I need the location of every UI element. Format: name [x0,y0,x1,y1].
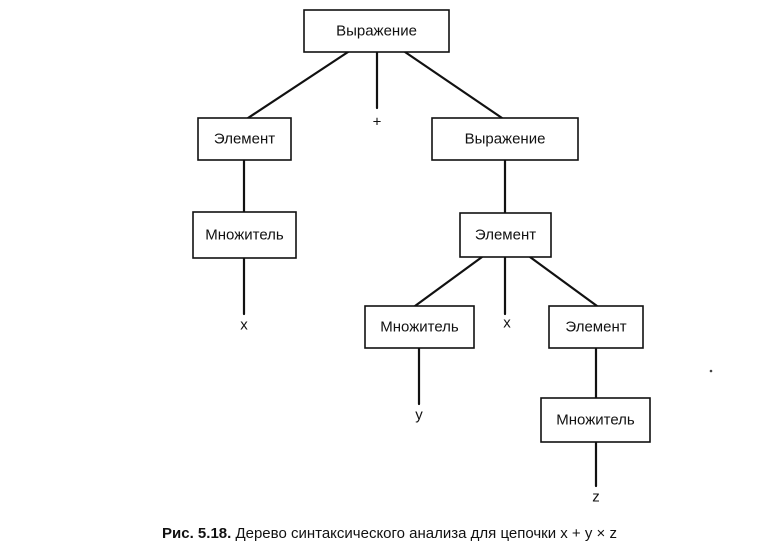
node-nested-element: Элемент [548,305,644,349]
edge-root-right-expression [403,50,504,120]
node-label: Множитель [205,227,284,244]
node-label: Элемент [214,131,275,148]
node-label: Выражение [336,23,417,40]
leaf-y: y [415,407,423,424]
node-right-expression: Выражение [431,117,579,161]
node-label: Элемент [475,227,536,244]
figure-caption: Рис. 5.18. Дерево синтаксического анализ… [0,525,779,542]
node-right-element: Элемент [459,212,552,258]
leaf-x-left: x [240,317,248,334]
edge-root-left-element [246,50,350,120]
edge-right-element-factor [413,255,484,308]
node-left-factor: Множитель [192,211,297,259]
tree-edges [242,50,599,488]
node-root-expression: Выражение [303,9,450,53]
caption-text: Дерево синтаксического анализа для цепоч… [235,525,617,542]
caption-label: Рис. 5.18. [162,525,232,542]
node-right-factor: Множитель [364,305,475,349]
leaf-z: z [592,489,600,506]
node-label: Множитель [556,412,635,429]
node-label: Выражение [465,131,546,148]
node-nested-factor: Множитель [540,397,651,443]
node-label: Элемент [565,319,626,336]
edge-right-element-nested-element [528,255,599,308]
node-left-element: Элемент [197,117,292,161]
node-label: Множитель [380,319,459,336]
scan-speck [709,369,713,373]
leaf-times: x [503,315,511,332]
leaf-plus: + [373,114,382,131]
